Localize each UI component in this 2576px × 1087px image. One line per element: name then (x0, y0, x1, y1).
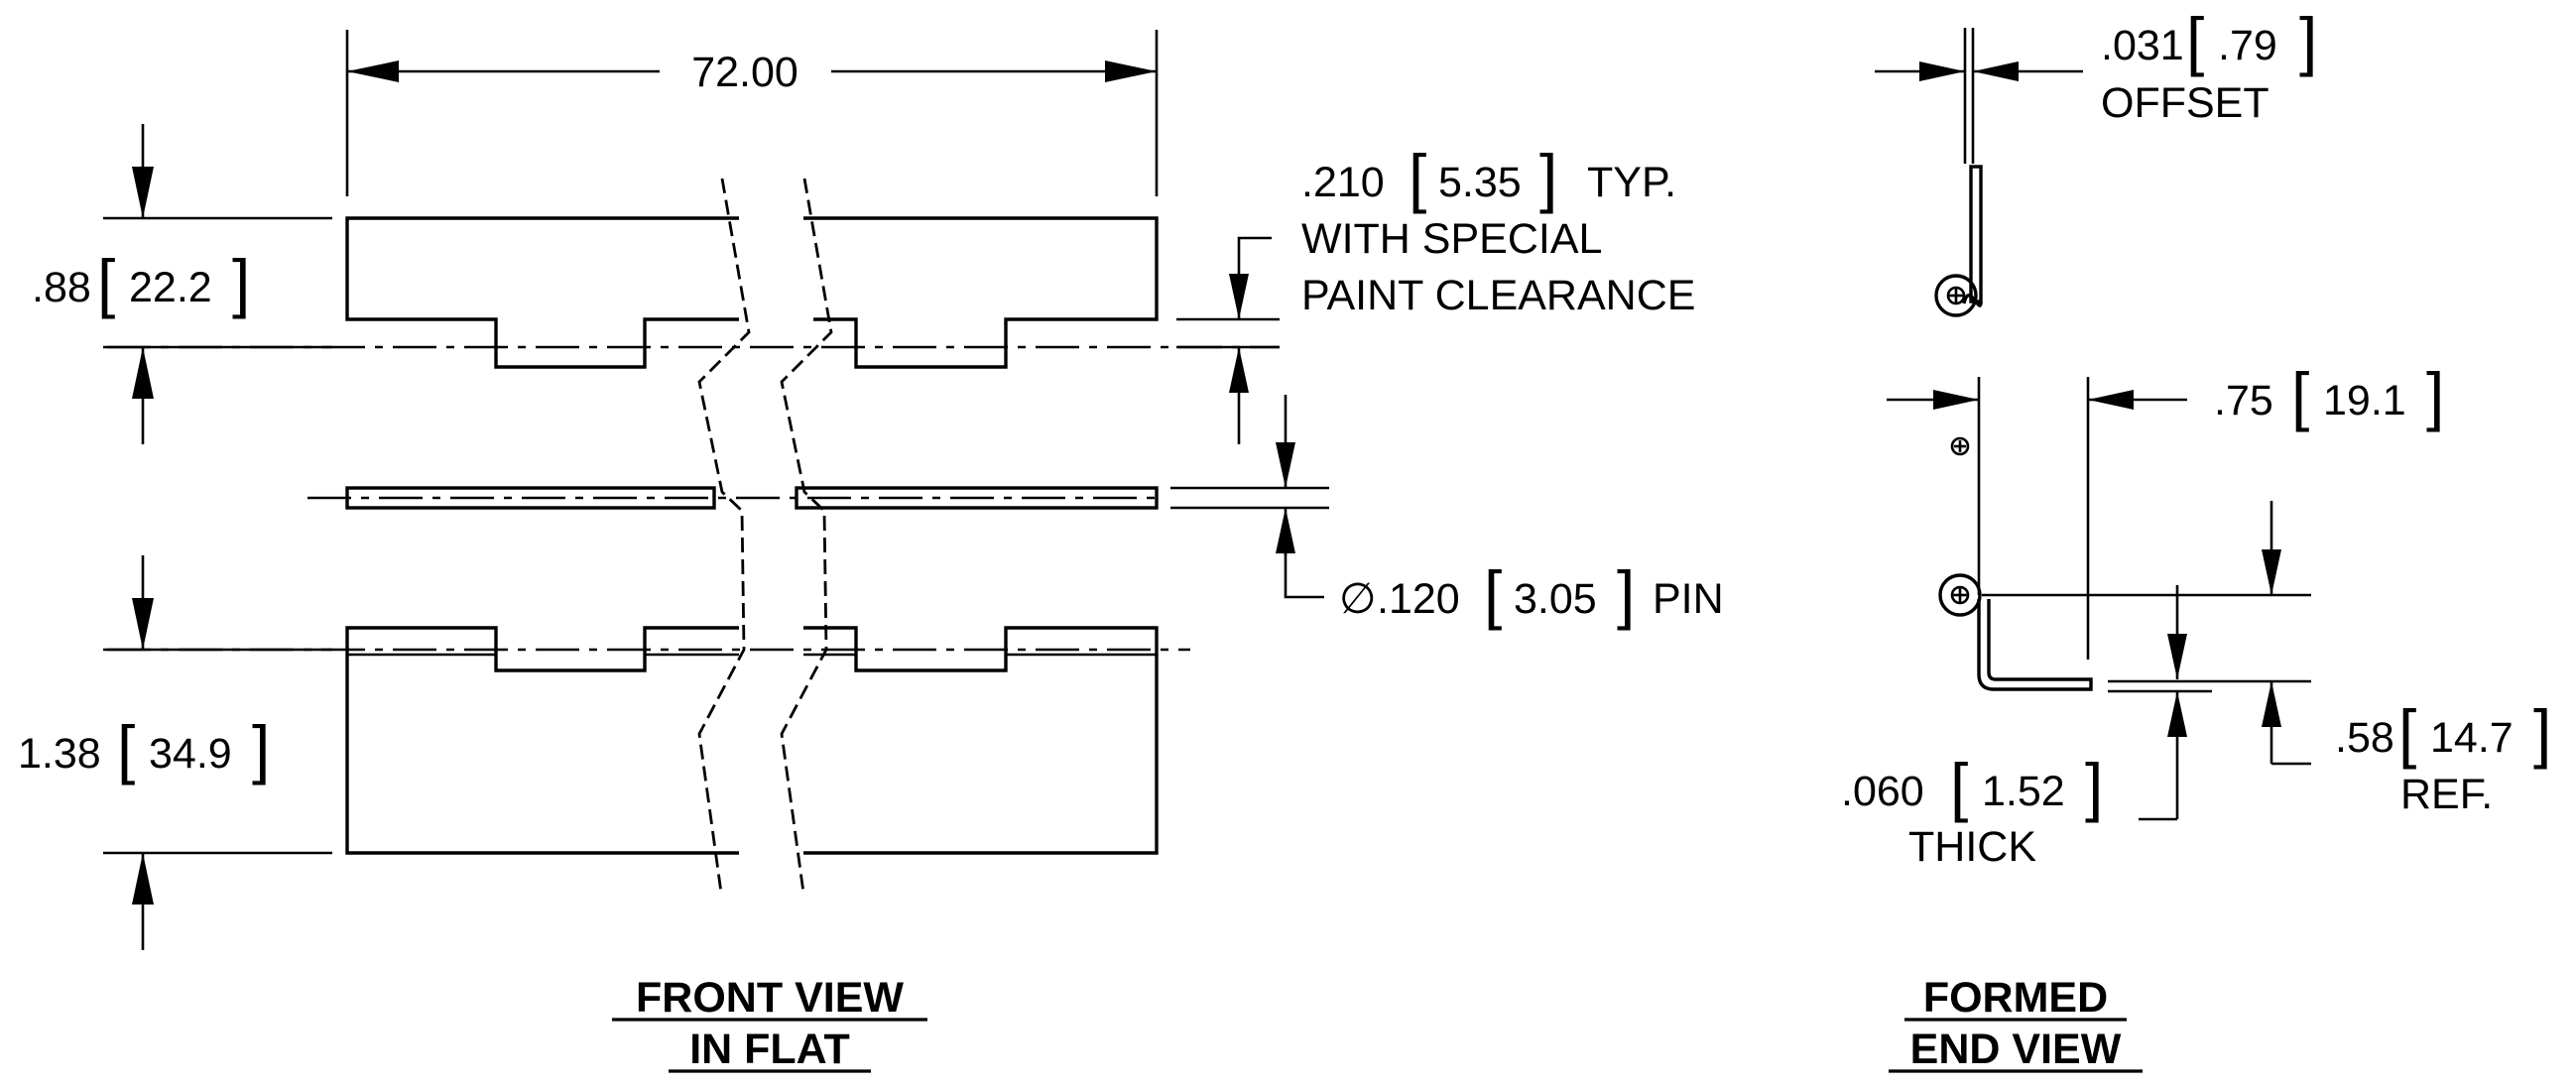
ref-label: REF. (2400, 771, 2493, 818)
thickness-dimension: .060 [ 1.52 ] THICK (1841, 585, 2212, 871)
pin-diameter-mm: 3.05 (1514, 575, 1597, 623)
paint-clearance-dimension: .210 [ 5.35 ] TYP. WITH SPECIAL PAINT CL… (1176, 141, 1695, 444)
bracket-open: [ (1409, 141, 1426, 214)
arrowhead-left-icon (347, 60, 399, 82)
overall-length-value: 72.00 (691, 49, 798, 96)
diameter-symbol: ∅ (1339, 575, 1376, 623)
front-view-title-line2: IN FLAT (689, 1026, 850, 1073)
bracket-close: ] (2426, 359, 2444, 432)
ref-height-dimension: .58 [ 14.7 ] REF. (1982, 501, 2551, 818)
arrowhead-up-icon (2262, 681, 2281, 727)
offset-in: .031 (2101, 22, 2184, 69)
bracket-close: ] (232, 246, 250, 319)
arrowhead-left-icon (2088, 390, 2134, 410)
upper-height-in: .88 (32, 264, 91, 311)
pin-diameter-in: .120 (1377, 575, 1460, 623)
bracket-open: [ (97, 246, 115, 319)
offset-mm: .79 (2218, 22, 2277, 69)
depth-in: .75 (2214, 377, 2273, 424)
ref-height-mm: 14.7 (2430, 714, 2514, 762)
arrowhead-down-icon (1276, 442, 1295, 488)
arrowhead-down-icon (2167, 634, 2187, 679)
arrowhead-up-icon (132, 347, 154, 399)
depth-mm: 19.1 (2323, 377, 2406, 424)
lower-height-in: 1.38 (18, 730, 101, 778)
arrowhead-left-icon (1973, 61, 2019, 81)
paint-clearance-typ: TYP. (1587, 159, 1676, 206)
ref-height-in: .58 (2335, 714, 2394, 762)
arrowhead-right-icon (1933, 390, 1979, 410)
overall-length-dimension: 72.00 (345, 30, 1159, 196)
bracket-close: ] (1617, 557, 1635, 631)
arrowhead-down-icon (132, 167, 154, 218)
offset-label: OFFSET (2101, 79, 2269, 127)
arrowhead-right-icon (1105, 60, 1157, 82)
lower-end-profile (1938, 377, 2093, 691)
bracket-close: ] (1539, 141, 1557, 214)
front-view-title: FRONT VIEW IN FLAT (612, 974, 927, 1073)
bracket-open: [ (1950, 750, 1968, 823)
arrowhead-down-icon (132, 598, 154, 650)
end-view: .031 [ .79 ] OFFSET .75 [ 19 (1841, 4, 2551, 1073)
bracket-open: [ (117, 712, 135, 785)
lower-height-dimension: 1.38 [ 34.9 ] (18, 555, 332, 950)
end-view-title: FORMED END VIEW (1889, 974, 2143, 1073)
pin-diameter-dimension: ∅ .120 [ 3.05 ] PIN (1170, 395, 1724, 631)
end-view-title-line1: FORMED (1923, 974, 2108, 1022)
depth-dimension: .75 [ 19.1 ] (1887, 359, 2444, 432)
upper-end-profile (1934, 28, 1983, 317)
front-view: 72.00 .88 [ 22.2 ] (18, 30, 1724, 1073)
pin-label: PIN (1653, 575, 1724, 623)
bracket-close: ] (252, 712, 270, 785)
bracket-open: [ (2186, 4, 2204, 77)
bracket-close: ] (2533, 696, 2551, 770)
lower-leaf (107, 626, 1190, 855)
arrowhead-down-icon (2262, 549, 2281, 595)
offset-dimension: .031 [ .79 ] OFFSET (1875, 4, 2317, 127)
arrowhead-up-icon (2167, 691, 2187, 737)
thickness-mm: 1.52 (1982, 768, 2065, 815)
paint-clearance-line3: PAINT CLEARANCE (1301, 272, 1695, 319)
upper-height-dimension: .88 [ 22.2 ] (32, 124, 332, 444)
upper-height-mm: 22.2 (129, 264, 212, 311)
bracket-close: ] (2299, 4, 2317, 77)
bracket-close: ] (2085, 750, 2103, 823)
arrowhead-up-icon (132, 853, 154, 905)
paint-clearance-line2: WITH SPECIAL (1301, 215, 1602, 263)
break-lines (697, 178, 833, 894)
front-view-title-line1: FRONT VIEW (636, 974, 904, 1022)
arrowhead-down-icon (1229, 274, 1249, 319)
arrowhead-up-icon (1229, 347, 1249, 393)
arrowhead-right-icon (1919, 61, 1965, 81)
hinge-pin (307, 486, 1161, 510)
upper-leaf (107, 216, 1280, 369)
lower-height-mm: 34.9 (149, 730, 232, 778)
arrowhead-up-icon (1276, 508, 1295, 553)
bracket-open: [ (2291, 359, 2309, 432)
paint-clearance-in: .210 (1301, 159, 1385, 206)
bracket-open: [ (2398, 696, 2416, 770)
end-view-title-line2: END VIEW (1910, 1026, 2122, 1073)
paint-clearance-mm: 5.35 (1438, 159, 1522, 206)
thickness-label: THICK (1908, 823, 2036, 871)
bracket-open: [ (1484, 557, 1502, 631)
thickness-in: .060 (1841, 768, 1924, 815)
hole-icon (1950, 436, 1970, 456)
